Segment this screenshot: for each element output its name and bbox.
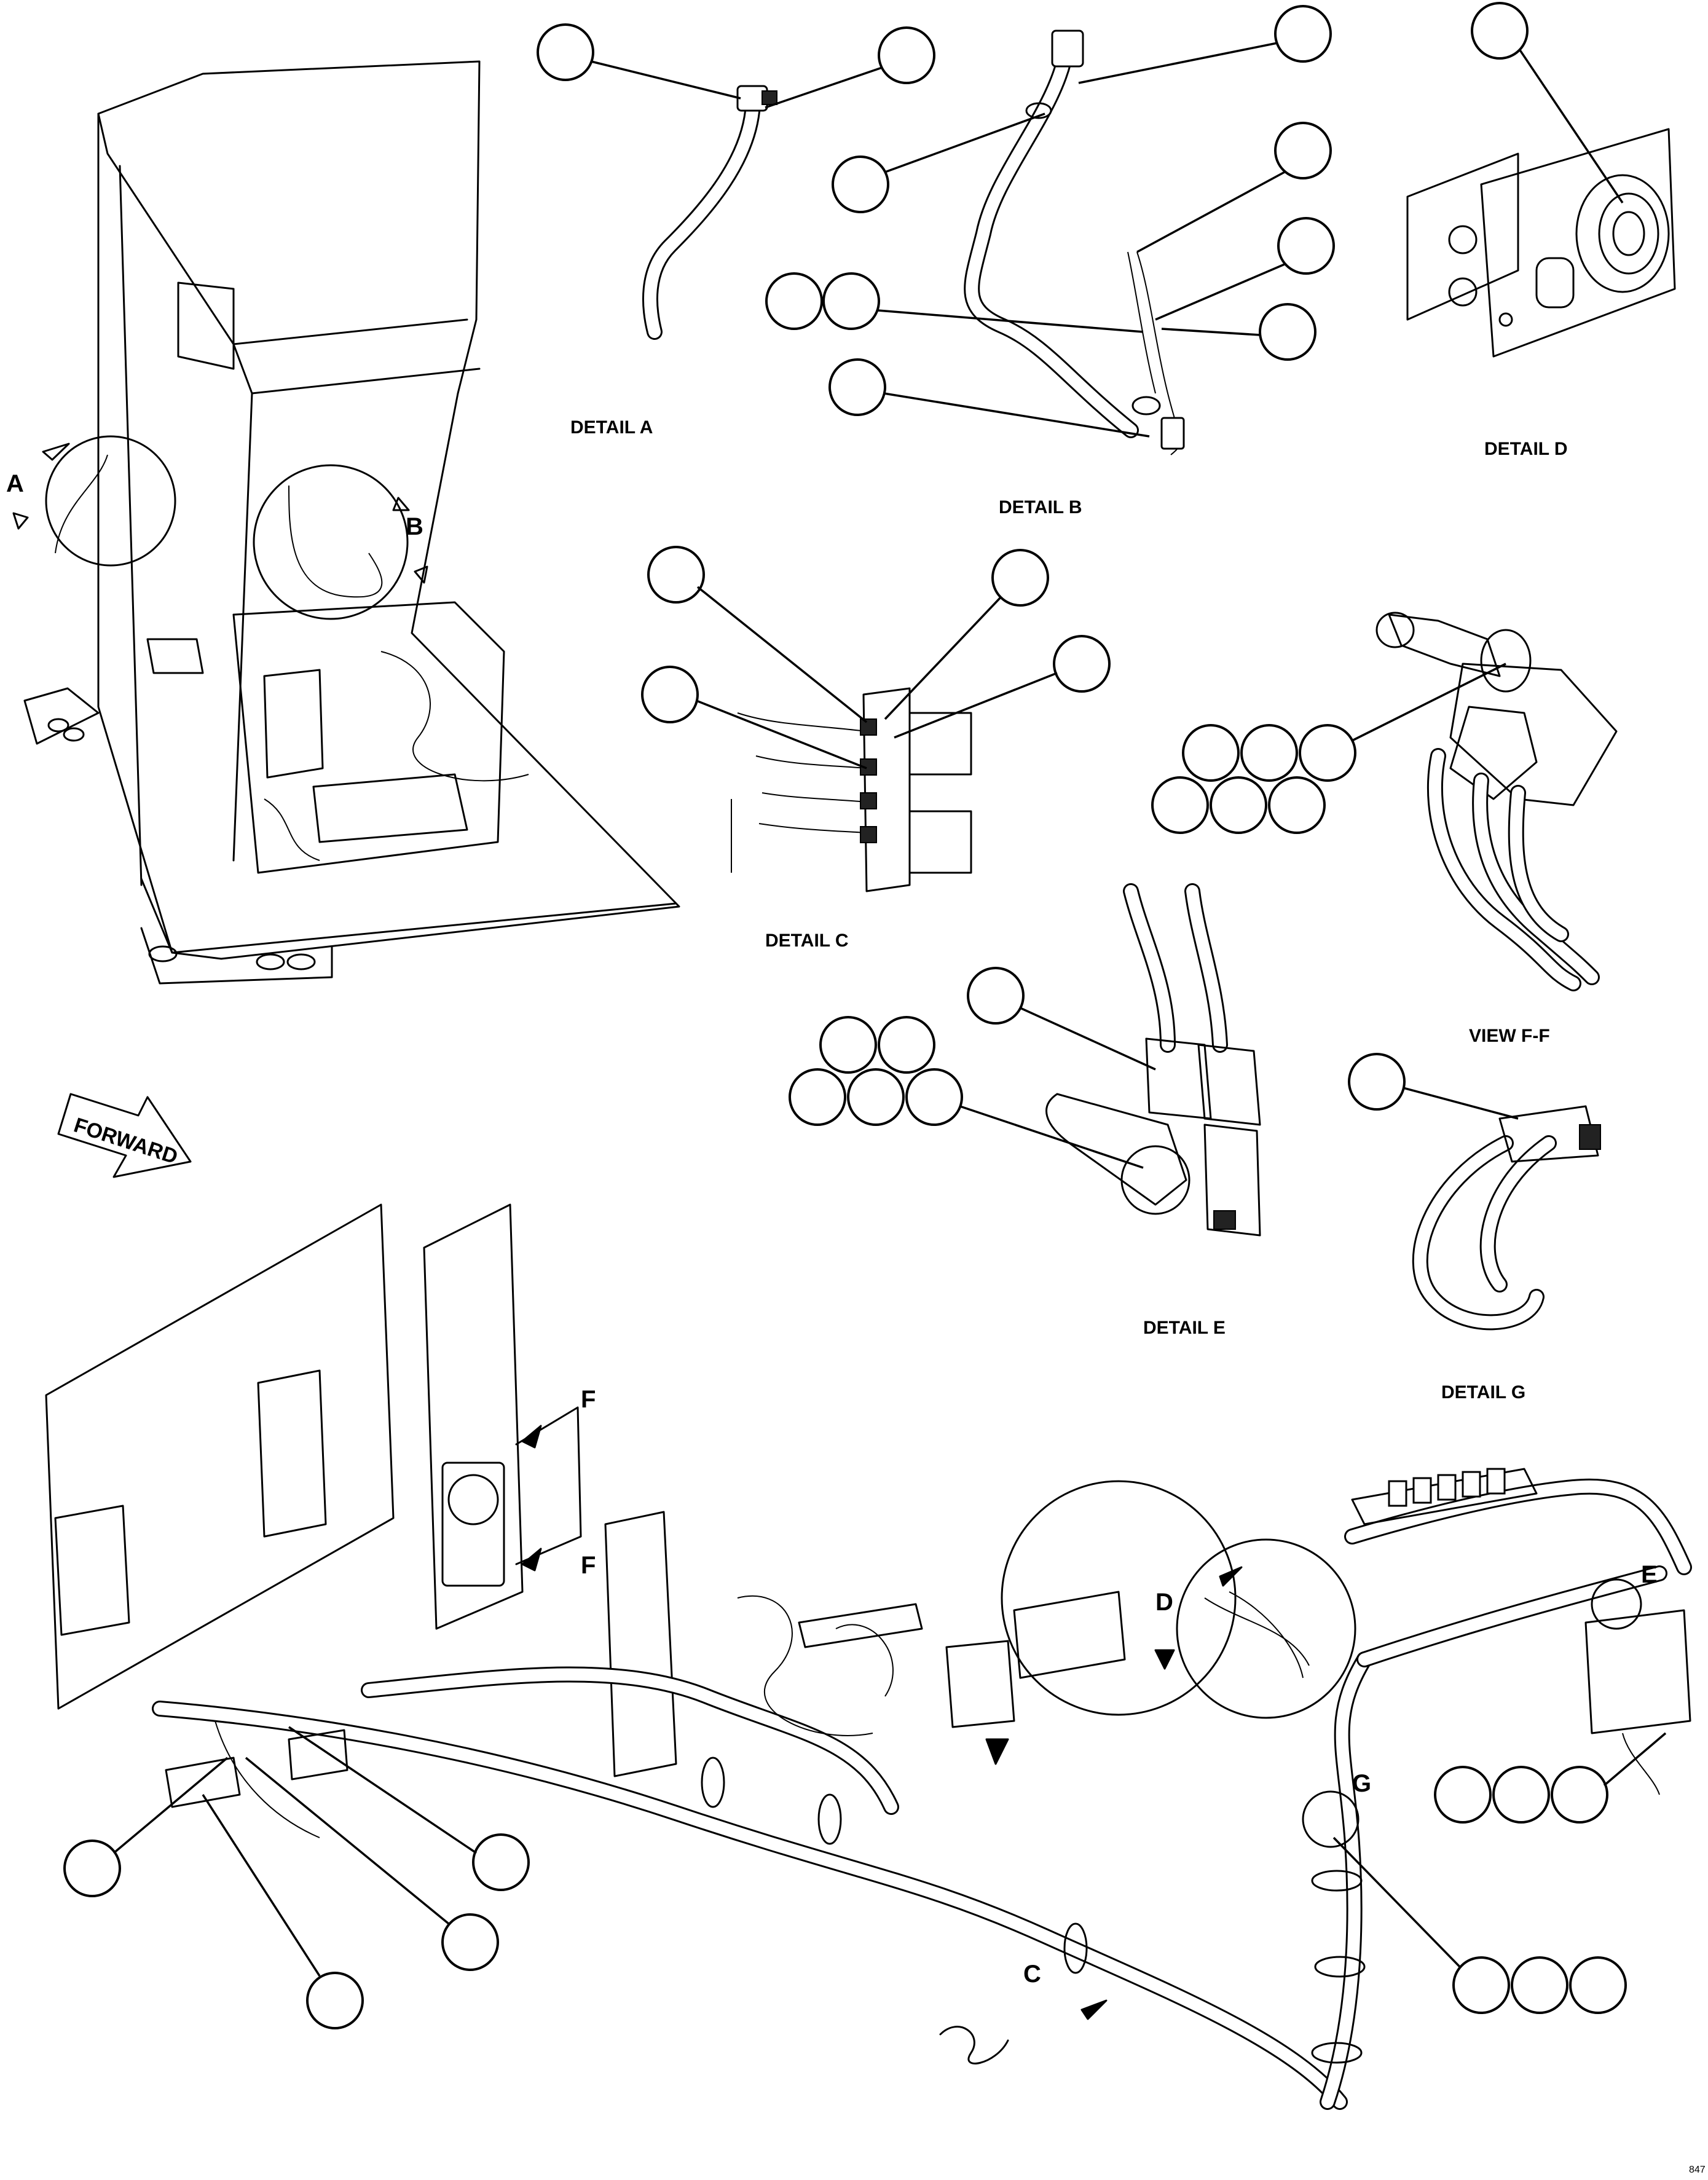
callout-bubble (828, 358, 886, 416)
callout-bubble (1274, 5, 1332, 63)
callout-bubble (441, 1913, 499, 1971)
callout-bubble (1299, 724, 1356, 782)
callout-bubble (1348, 1053, 1406, 1111)
callout-bubble (1151, 776, 1209, 834)
callout-bubble (1452, 1956, 1510, 2014)
detail-d-label: DETAIL D (1484, 439, 1568, 459)
view-letter-b: B (406, 513, 423, 540)
main-harness-assembly: F F (45, 1203, 1692, 2110)
callout-bubble (878, 26, 935, 84)
connector-row (1388, 1468, 1506, 1507)
callout-bubble (1210, 776, 1267, 834)
view-letter-f-top: F (581, 1386, 596, 1413)
forward-arrow: FORWARD (57, 1093, 192, 1178)
callout-bubble (1551, 1766, 1608, 1824)
view-letter-f-bottom: F (581, 1552, 596, 1579)
callout-bubble (647, 546, 705, 604)
callout-bubble (991, 549, 1049, 607)
detail-g: DETAIL G (1348, 1053, 1601, 1403)
detail-d: DETAIL D (1406, 2, 1676, 459)
detail-g-label: DETAIL G (1441, 1382, 1525, 1403)
detail-b-label: DETAIL B (999, 497, 1082, 517)
view-ff-label: VIEW F-F (1469, 1026, 1550, 1046)
callout-bubble (472, 1833, 530, 1891)
view-letter-a: A (6, 470, 24, 497)
console-isometric-view: A B (6, 60, 680, 985)
callout-bubble (905, 1068, 963, 1126)
view-letter-c: C (1023, 1961, 1041, 1988)
detail-c-label: DETAIL C (765, 931, 849, 951)
callout-bubble (847, 1068, 905, 1126)
callout-bubble (1259, 303, 1316, 361)
view-f-f: VIEW F-F (1151, 612, 1618, 1046)
callout-bubble (306, 1972, 364, 2029)
callout-bubble (832, 155, 889, 213)
callout-bubble (1511, 1956, 1568, 2014)
callout-bubble (765, 272, 823, 330)
detail-a-label: DETAIL A (570, 417, 653, 438)
callout-bubble (1277, 217, 1335, 275)
callout-bubble (1492, 1766, 1550, 1824)
callout-bubble (878, 1016, 935, 1074)
callout-bubble (641, 666, 699, 723)
callout-bubble (1053, 635, 1111, 693)
view-letter-e: E (1641, 1561, 1658, 1588)
view-letter-g: G (1352, 1770, 1371, 1797)
figure-code: 847 (1689, 2165, 1706, 2175)
detail-c: DETAIL C (641, 546, 1111, 951)
callout-bubble (819, 1016, 877, 1074)
callout-bubble (1569, 1956, 1627, 2014)
callout-bubble (789, 1068, 846, 1126)
callout-bubble (1434, 1766, 1492, 1824)
callout-bubble (1182, 724, 1240, 782)
callout-bubble (63, 1840, 121, 1897)
main-callouts (63, 1726, 1667, 2029)
callout-bubble (822, 272, 880, 330)
detail-e: DETAIL E (789, 883, 1261, 1338)
view-letter-d: D (1155, 1589, 1173, 1616)
callout-bubble (1471, 2, 1529, 60)
detail-a: DETAIL A (537, 23, 935, 438)
callout-bubble (967, 967, 1025, 1025)
detail-e-label: DETAIL E (1143, 1318, 1226, 1338)
callout-bubble (1240, 724, 1298, 782)
detail-b: DETAIL B (765, 5, 1335, 517)
callout-bubble (1274, 122, 1332, 179)
callout-bubble (1268, 776, 1326, 834)
callout-bubble (537, 23, 594, 81)
